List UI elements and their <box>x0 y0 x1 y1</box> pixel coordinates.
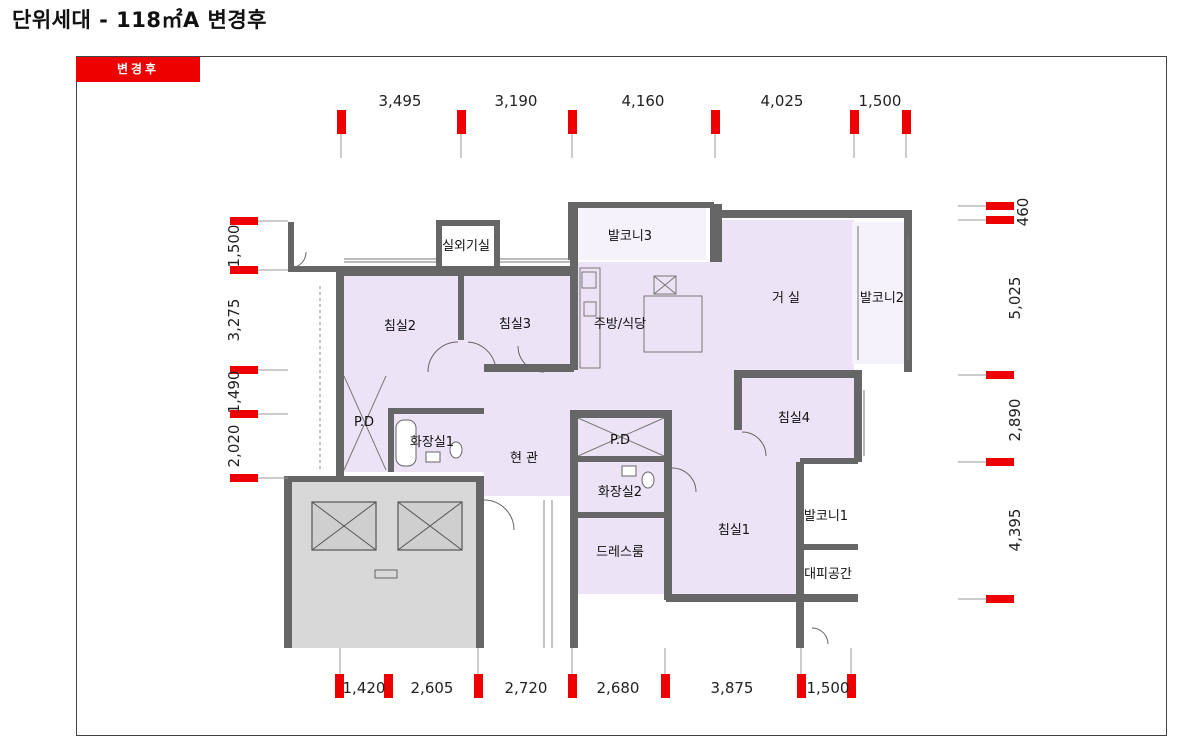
room-label-bed3: 침실3 <box>499 317 531 332</box>
dim-right-4: 4,395 <box>1006 509 1024 552</box>
status-badge: 변경후 <box>76 57 200 82</box>
floor-plan: 침실2 침실3 주방/식당 거 실 발코니2 발코니3 실외기실 P.D 화장실… <box>225 92 1032 698</box>
dimension-markers <box>230 110 1014 698</box>
room-label-pd-left: P.D <box>354 415 374 430</box>
dim-top-5: 1,500 <box>859 92 902 110</box>
room-label-balcony2: 발코니2 <box>860 291 904 306</box>
hatching <box>319 286 553 648</box>
page-title: 단위세대 - 118㎡A 변경후 <box>12 8 267 32</box>
room-label-balcony3: 발코니3 <box>608 229 652 244</box>
room-fills <box>344 206 904 596</box>
kitchen-furniture <box>579 267 703 369</box>
dim-top-3: 4,160 <box>622 92 665 110</box>
pd-lines <box>343 375 665 471</box>
windows <box>344 226 909 456</box>
dim-bottom-6: 1,500 <box>807 679 850 697</box>
room-label-dress: 드레스룸 <box>596 545 644 560</box>
room-label-living: 거 실 <box>772 291 800 306</box>
dim-left-1: 1,500 <box>225 225 243 268</box>
room-label-entrance: 현 관 <box>510 451 538 466</box>
room-label-outdoor-unit: 실외기실 <box>442 239 490 254</box>
dim-top-4: 4,025 <box>761 92 804 110</box>
room-label-balcony1: 발코니1 <box>804 509 848 524</box>
dim-top-1: 3,495 <box>379 92 422 110</box>
dim-left-2: 3,275 <box>225 299 243 342</box>
dim-bottom-5: 3,875 <box>711 679 754 697</box>
dim-bottom-4: 2,680 <box>597 679 640 697</box>
dim-bottom-1: 1,420 <box>343 679 386 697</box>
room-label-bed1: 침실1 <box>718 523 750 538</box>
dim-right-3: 2,890 <box>1006 399 1024 442</box>
room-label-evac: 대피공간 <box>804 567 852 582</box>
dim-bottom-2: 2,605 <box>411 679 454 697</box>
core-sign <box>374 569 398 579</box>
room-label-kitchen: 주방/식당 <box>594 317 646 332</box>
door-swings <box>289 251 829 645</box>
room-label-bath2: 화장실2 <box>598 485 642 500</box>
room-label-bath1: 화장실1 <box>410 435 454 450</box>
dim-left-3: 1,490 <box>225 371 243 414</box>
room-label-pd-center: P.D <box>610 433 630 448</box>
room-label-bed2: 침실2 <box>384 319 416 334</box>
dim-bottom-3: 2,720 <box>505 679 548 697</box>
dim-top-2: 3,190 <box>495 92 538 110</box>
bathroom-fixtures <box>395 419 655 489</box>
dim-right-1: 460 <box>1014 198 1032 227</box>
dimension-lines <box>258 134 986 674</box>
dim-left-4: 2,020 <box>225 425 243 468</box>
room-label-bed4: 침실4 <box>778 411 810 426</box>
dim-right-2: 5,025 <box>1006 277 1024 320</box>
